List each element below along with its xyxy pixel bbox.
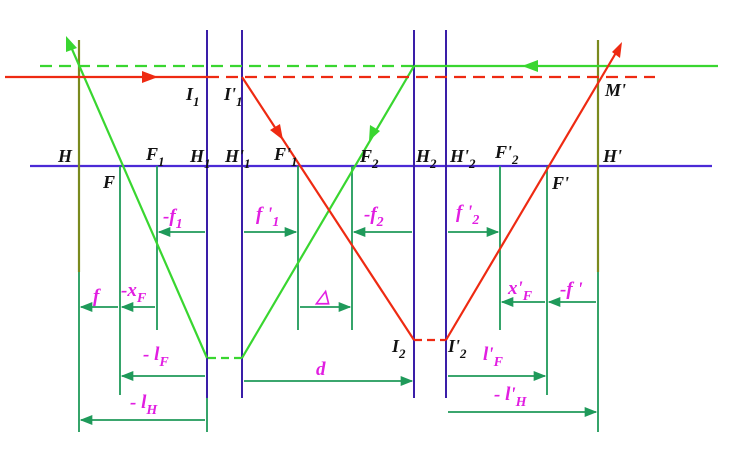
label-h2-prime: H'2 [449,146,476,171]
dim-delta: △ [314,286,330,306]
dim-d: d [316,359,326,380]
red-ray-exit [445,45,621,341]
label-m-prime: M' [604,80,626,100]
dim-neg-f1: -f1 [163,206,183,232]
dim-f: f [93,286,101,307]
green-arrowhead-top [522,60,538,72]
dim-neg-lh-prime: - l'H [494,384,528,410]
dim-neg-f-prime: -f ' [560,279,583,300]
green-arrowhead-exit [66,36,77,52]
dim-neg-lh: - lH [130,392,158,418]
red-arrowhead-mid [270,124,283,140]
dim-neg-xf: -xF [121,280,147,306]
red-arrowhead-top [142,71,158,83]
dim-f1-prime: f '1 [256,204,279,230]
label-h2: H2 [415,146,437,171]
green-ray-exit [66,39,209,359]
label-i2-prime: I'2 [447,336,467,361]
label-f1: F1 [145,144,165,169]
dim-xf-prime: x'F [507,278,533,304]
label-f: F [102,172,115,192]
dimension-arrows [79,226,598,426]
point-labels: H F F1 H1 H'1 F'1 F2 H2 H'2 F'2 H' F' I1… [57,80,626,361]
green-ray-path [241,65,415,359]
label-i2: I2 [391,336,406,361]
green-arrowhead-mid [369,125,380,141]
dimension-labels: -f1 f '1 -f2 f '2 f -xF △ x'F -f ' - lF … [93,202,583,418]
extension-lines [78,166,599,432]
label-f-prime: F' [551,173,569,193]
label-f1-prime: F'1 [273,144,298,169]
label-i1-prime: I'1 [223,84,243,109]
dim-neg-lf: - lF [143,344,169,370]
label-h: H [57,146,73,166]
dim-lf-prime: l'F [483,344,504,370]
red-arrowhead-exit [612,42,622,58]
label-i1: I1 [185,84,200,109]
red-ray-path [241,76,415,341]
dim-neg-f2: -f2 [364,204,384,230]
label-f2-prime: F'2 [494,142,519,167]
label-h-prime: H' [602,146,622,166]
label-h1-prime: H'1 [224,146,251,171]
label-h1: H1 [189,146,211,171]
label-f2: F2 [359,146,379,171]
dim-f2-prime: f '2 [456,202,479,228]
